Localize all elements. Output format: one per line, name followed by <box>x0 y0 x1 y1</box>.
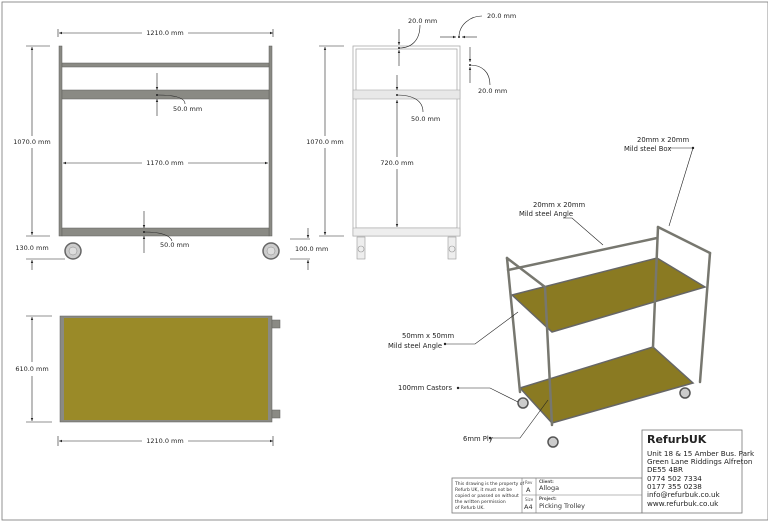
project-value: Picking Trolley <box>539 502 585 510</box>
title-block: This drawing is the property of Refurb U… <box>451 477 643 514</box>
phone-2: 0177 355 0238 <box>647 482 702 491</box>
phone-1: 0774 502 7334 <box>647 474 702 483</box>
castor-icon <box>547 436 559 448</box>
address-line: Green Lane Riddings Alfreton <box>647 457 752 466</box>
front-view: 1210.0 mm 1070.0 mm 1170.0 mm 50.0 mm 50… <box>13 29 280 270</box>
address-line: Unit 18 & 15 Amber Bus. Park <box>647 449 755 458</box>
project-label: Project: <box>539 496 557 501</box>
top-depth-dim: 610.0 mm <box>15 365 48 373</box>
top-tube-dim: 20.0 mm <box>408 17 437 25</box>
side-rail-dim: 50.0 mm <box>411 115 440 123</box>
notice-line: of Refurb UK. <box>455 505 485 511</box>
castor-icon <box>447 236 457 260</box>
rev-label: Rev <box>525 480 533 485</box>
size-value: A4 <box>524 503 533 511</box>
client-value: Alloga <box>539 484 559 492</box>
callout-box-1: 20mm x 20mm <box>637 136 690 144</box>
notice-line: the written permission <box>455 499 506 505</box>
castor-icon <box>517 397 529 409</box>
callout-big-angle-1: 50mm x 50mm <box>402 332 455 340</box>
front-width-dim: 1210.0 mm <box>146 29 183 37</box>
notice-line: This drawing is the property of <box>454 481 524 487</box>
website: www.refurbuk.co.uk <box>647 499 719 508</box>
castor-icon <box>679 387 691 399</box>
notice-line: copied or passed on without <box>455 493 519 499</box>
castor-icon <box>262 242 280 260</box>
side-view: 1070.0 mm 20.0 mm 20.0 mm 20.0 mm 50.0 m… <box>290 12 516 270</box>
shelf-gap-dim: 720.0 mm <box>380 159 413 167</box>
rev-value: A <box>526 486 531 494</box>
top-view: 610.0 mm 1210.0 mm <box>15 315 281 446</box>
side-height-dim: 1070.0 mm <box>306 138 343 146</box>
bottom-rail-dim: 50.0 mm <box>160 241 189 249</box>
callout-big-angle-2: Mild steel Angle <box>388 342 442 350</box>
client-label: Client: <box>539 479 554 484</box>
callout-angle-2: Mild steel Angle <box>519 210 573 218</box>
front-castor-dim: 130.0 mm <box>15 244 48 252</box>
front-inner-width-dim: 1170.0 mm <box>146 159 183 167</box>
castor-icon <box>356 236 366 260</box>
size-label: Size <box>525 497 534 502</box>
address-line: DE55 4BR <box>647 465 683 474</box>
email: info@refurbuk.co.uk <box>647 490 721 499</box>
side-castor-dim: 100.0 mm <box>295 245 328 253</box>
tube-depth-dim: 20.0 mm <box>478 87 507 95</box>
top-width-dim: 1210.0 mm <box>146 437 183 445</box>
ply-shelf <box>64 318 268 420</box>
callout-castors: 100mm Castors <box>398 384 452 392</box>
castor-icon <box>64 242 82 260</box>
company-block: RefurbUK Unit 18 & 15 Amber Bus. Park Gr… <box>641 429 755 514</box>
callout-box-2: Mild steel Box <box>624 145 671 153</box>
callout-angle-1: 20mm x 20mm <box>533 201 586 209</box>
callout-ply: 6mm Ply <box>463 435 493 443</box>
company-logo: RefurbUK <box>647 433 707 446</box>
notice-line: Refurb UK, it must not be <box>455 487 512 493</box>
front-height-dim: 1070.0 mm <box>13 138 50 146</box>
tube-width-dim: 20.0 mm <box>487 12 516 20</box>
isometric-view: 20mm x 20mm Mild steel Box 20mm x 20mm M… <box>388 136 712 448</box>
top-rail-dim: 50.0 mm <box>173 105 202 113</box>
